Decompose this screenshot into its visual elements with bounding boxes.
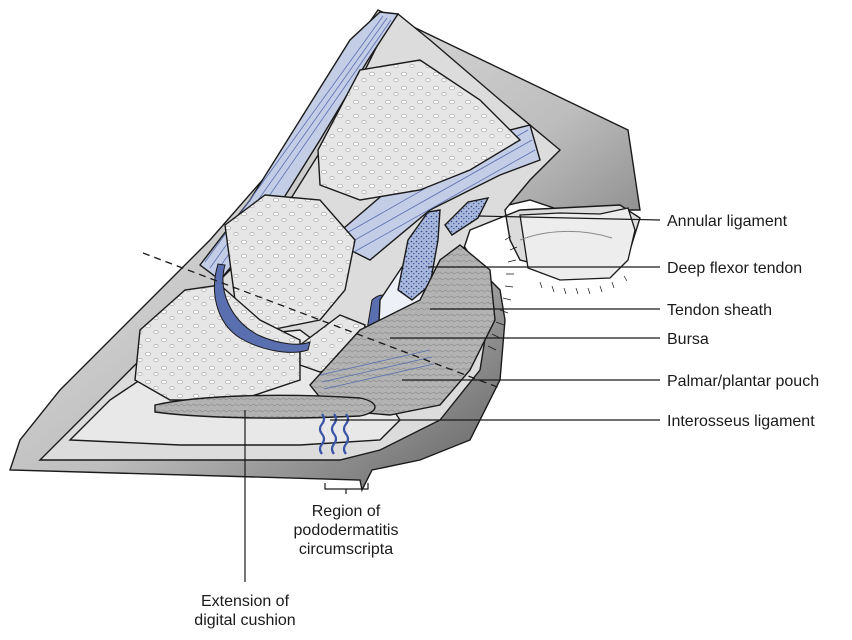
label-deep-flexor-tendon: Deep flexor tendon	[667, 260, 802, 277]
label-interosseus-ligament: Interosseus ligament	[667, 413, 815, 430]
label-region-line2: pododermatitis	[294, 522, 399, 539]
label-extension-line1: Extension of	[201, 593, 290, 610]
label-tendon-sheath: Tendon sheath	[667, 302, 772, 319]
label-bursa: Bursa	[667, 331, 709, 348]
label-region-line1: Region of	[312, 503, 381, 520]
label-region-line3: circumscripta	[299, 541, 393, 558]
label-extension-line2: digital cushion	[194, 612, 295, 629]
label-annular-ligament: Annular ligament	[667, 213, 788, 230]
label-palmar-plantar-pouch: Palmar/plantar pouch	[667, 373, 819, 390]
